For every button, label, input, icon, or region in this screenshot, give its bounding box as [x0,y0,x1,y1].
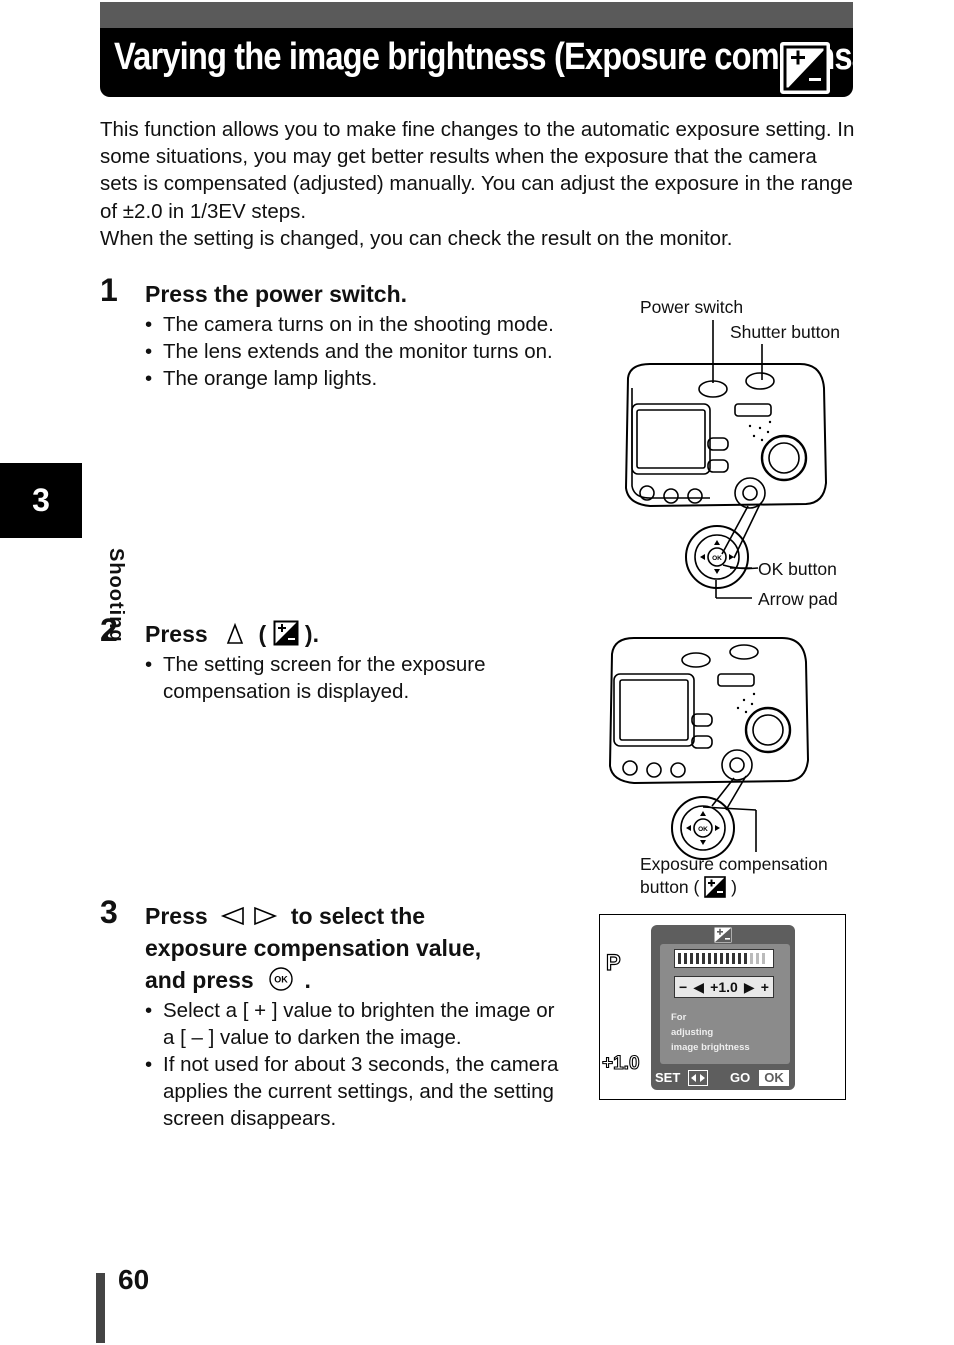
hint-line: image brightness [671,1042,750,1053]
title-top-strip [100,2,853,28]
hint-line: adjusting [671,1027,714,1038]
intro-paragraph: This function allows you to make fine ch… [100,118,855,223]
exposure-button-label: Exposure compensation [640,854,828,874]
camera-illustration-2: OK [608,637,810,860]
page-title: Varying the image brightness (Exposure c… [114,36,853,78]
bullet-item: The camera turns on in the shooting mode… [145,311,565,338]
ok-mark: OK [712,555,722,562]
ok-mark: OK [274,975,288,985]
ok-button-label: OK button [758,559,837,579]
camera-illustration-1: OK [624,320,828,599]
exposure-scale-bar [674,949,774,968]
step-heading-text: to select the [290,903,426,929]
bullet-item: The lens extends and the monitor turns o… [145,338,565,365]
exposure-compensation-icon [780,42,830,94]
up-arrow-icon [226,622,244,644]
exposure-button-label-line2: button ( ) [640,876,737,898]
exposure-compensation-icon [714,927,732,943]
step-heading-text: Press [145,621,208,647]
bullet-item: The orange lamp lights. [145,365,565,392]
step-heading: Press the power switch. [145,281,408,307]
step-number: 3 [100,894,118,930]
left-arrow-icon [220,906,244,926]
step-heading-text: . [304,967,311,993]
ok-button-icon: OK [269,967,293,991]
step-heading-paren: ( [258,621,267,647]
exposure-compensation-icon [273,620,299,646]
set-label: SET [655,1070,681,1085]
exposure-value-selector[interactable]: − ◀ +1.0 ▶ + [674,976,774,998]
bullet-item: If not used for about 3 seconds, the cam… [145,1051,565,1132]
bullet-item: Select a [ + ] value to brighten the ima… [145,997,565,1051]
step-heading-text: and press [145,967,254,993]
step-heading-text: ). [304,621,319,647]
intro-paragraph: When the setting is changed, you can che… [100,226,733,250]
ok-mark: OK [698,826,708,833]
step-heading: Press to select the [145,900,425,932]
left-triangle-icon: ◀ [693,978,705,995]
bullet-item: The setting screen for the exposure comp… [145,651,565,705]
arrow-pad-label: Arrow pad [758,589,838,609]
ok-badge: OK [759,1070,789,1086]
shutter-button-label: Shutter button [730,322,840,342]
step-number: 2 [100,612,118,648]
chapter-tab: 3 [0,463,82,538]
power-switch-label: Power switch [640,297,744,317]
right-triangle-icon: ▶ [743,978,755,995]
page-number-bar [96,1273,105,1343]
go-label: GO [730,1070,751,1085]
step-bullets: The setting screen for the exposure comp… [145,651,565,705]
exposure-compensation-icon [704,876,727,898]
menu-hint: For adjusting image brightness [671,1010,750,1055]
step-number: 1 [100,272,118,308]
step-bullets: Select a [ + ] value to brighten the ima… [145,997,565,1132]
step-heading-text: Press [145,903,208,929]
intro-text: This function allows you to make fine ch… [100,116,860,252]
mode-indicator: P [605,949,621,975]
step-bullets: The camera turns on in the shooting mode… [145,311,565,392]
hint-line: For [671,1012,687,1023]
left-right-arrows-icon [688,1070,708,1086]
step-heading: Press ( ). [145,618,319,650]
exposure-value: +1.0 [710,979,738,995]
callout-text: ) [731,877,737,897]
right-arrow-icon [254,906,278,926]
ev-value-indicator: +1.0 [601,1052,640,1074]
page-number: 60 [118,1264,150,1295]
minus-sign: − [679,979,688,995]
chapter-label: Shooting [47,548,127,668]
step-heading: exposure compensation value, [145,935,482,961]
step-heading: and press OK . [145,964,311,996]
plus-sign: + [760,979,769,995]
title-bar: Varying the image brightness (Exposure c… [100,2,853,97]
callout-text: button ( [640,877,700,897]
